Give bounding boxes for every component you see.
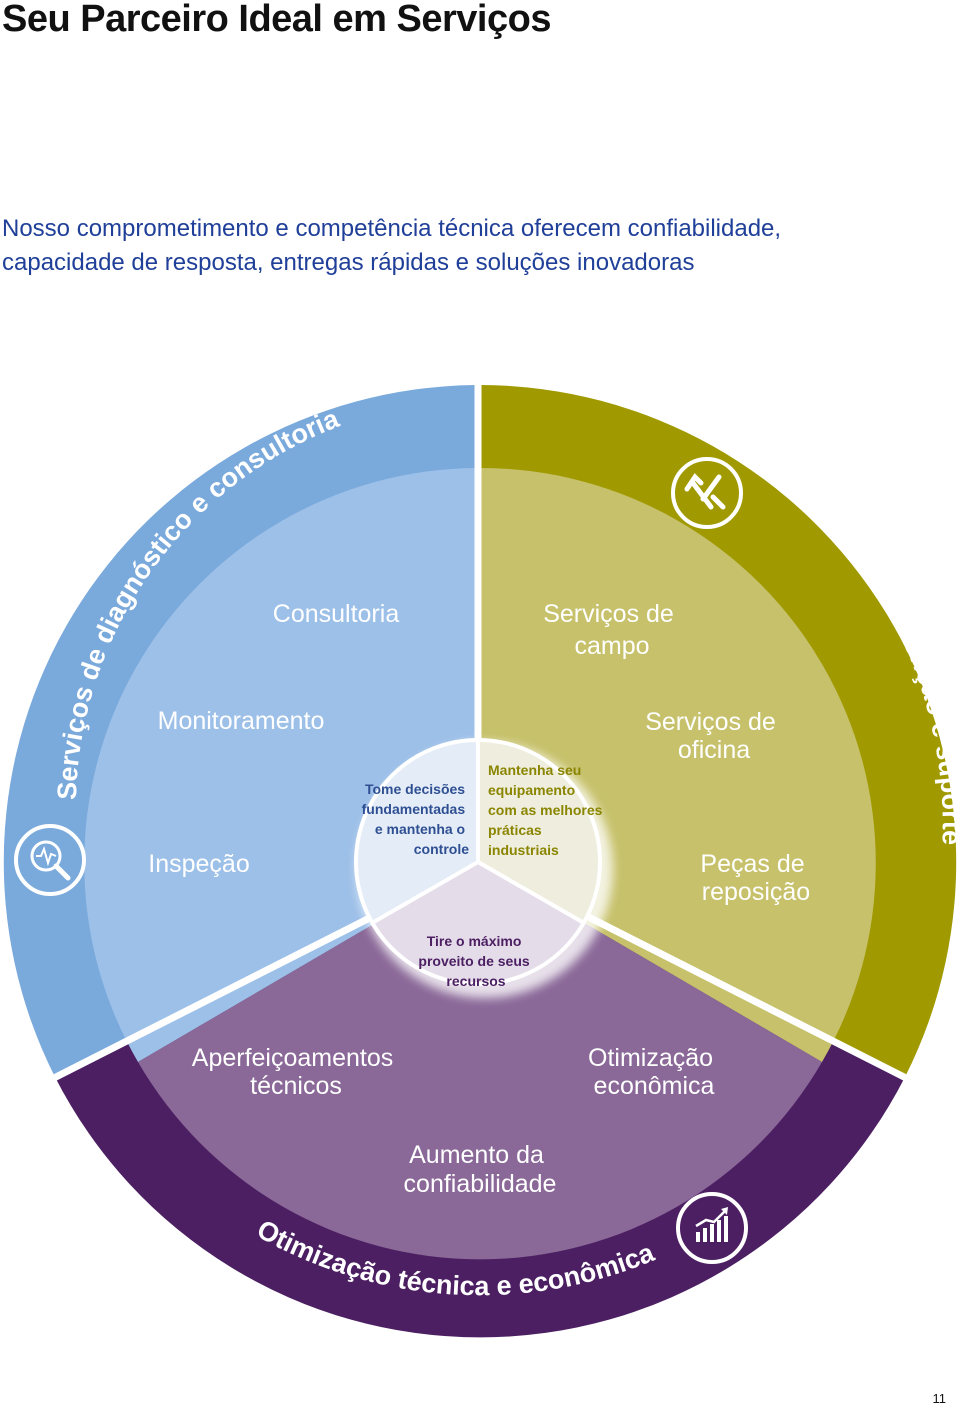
- item-servicos-de-campo: Serviços de campo: [543, 600, 681, 660]
- growth-chart-icon: [676, 1192, 748, 1264]
- center-text-otimizacao: Tire o máximo proveito de seus recursos: [418, 933, 533, 989]
- center-circle: [354, 738, 602, 986]
- subtitle-line-1: Nosso comprometimento e competência técn…: [2, 215, 782, 242]
- page-number: 11: [932, 1391, 947, 1406]
- segment-otimizacao-inner: [138, 862, 822, 1260]
- page-title: Seu Parceiro Ideal em Serviços: [2, 0, 551, 40]
- center-text-diagnostico: Tome decisões fundamentadas e mantenha o…: [362, 781, 470, 857]
- item-otimizacao-economica: Otimização econômica: [588, 1044, 720, 1100]
- item-servicos-de-oficina: Serviços de oficina: [645, 708, 783, 764]
- center-text-manutencao: Mantenha seu equipamento com as melhores…: [488, 762, 606, 858]
- item-aperfeicoamentos-tecnicos: Aperfeiçoamentos técnicos: [192, 1044, 400, 1100]
- subtitle-line-2: capacidade de resposta, entregas rápidas…: [2, 249, 695, 276]
- item-inspecao: Inspeção: [148, 850, 249, 878]
- item-pecas-de-reposicao: Peças de reposição: [700, 850, 811, 906]
- item-aumento-da-confiabilidade: Aumento da confiabilidade: [404, 1141, 557, 1198]
- tools-icon: [671, 457, 743, 529]
- item-monitoramento: Monitoramento: [158, 707, 325, 735]
- item-consultoria: Consultoria: [273, 600, 400, 628]
- magnifier-pulse-icon: [14, 824, 86, 896]
- page-subtitle: Nosso comprometimento e competência técn…: [2, 212, 942, 280]
